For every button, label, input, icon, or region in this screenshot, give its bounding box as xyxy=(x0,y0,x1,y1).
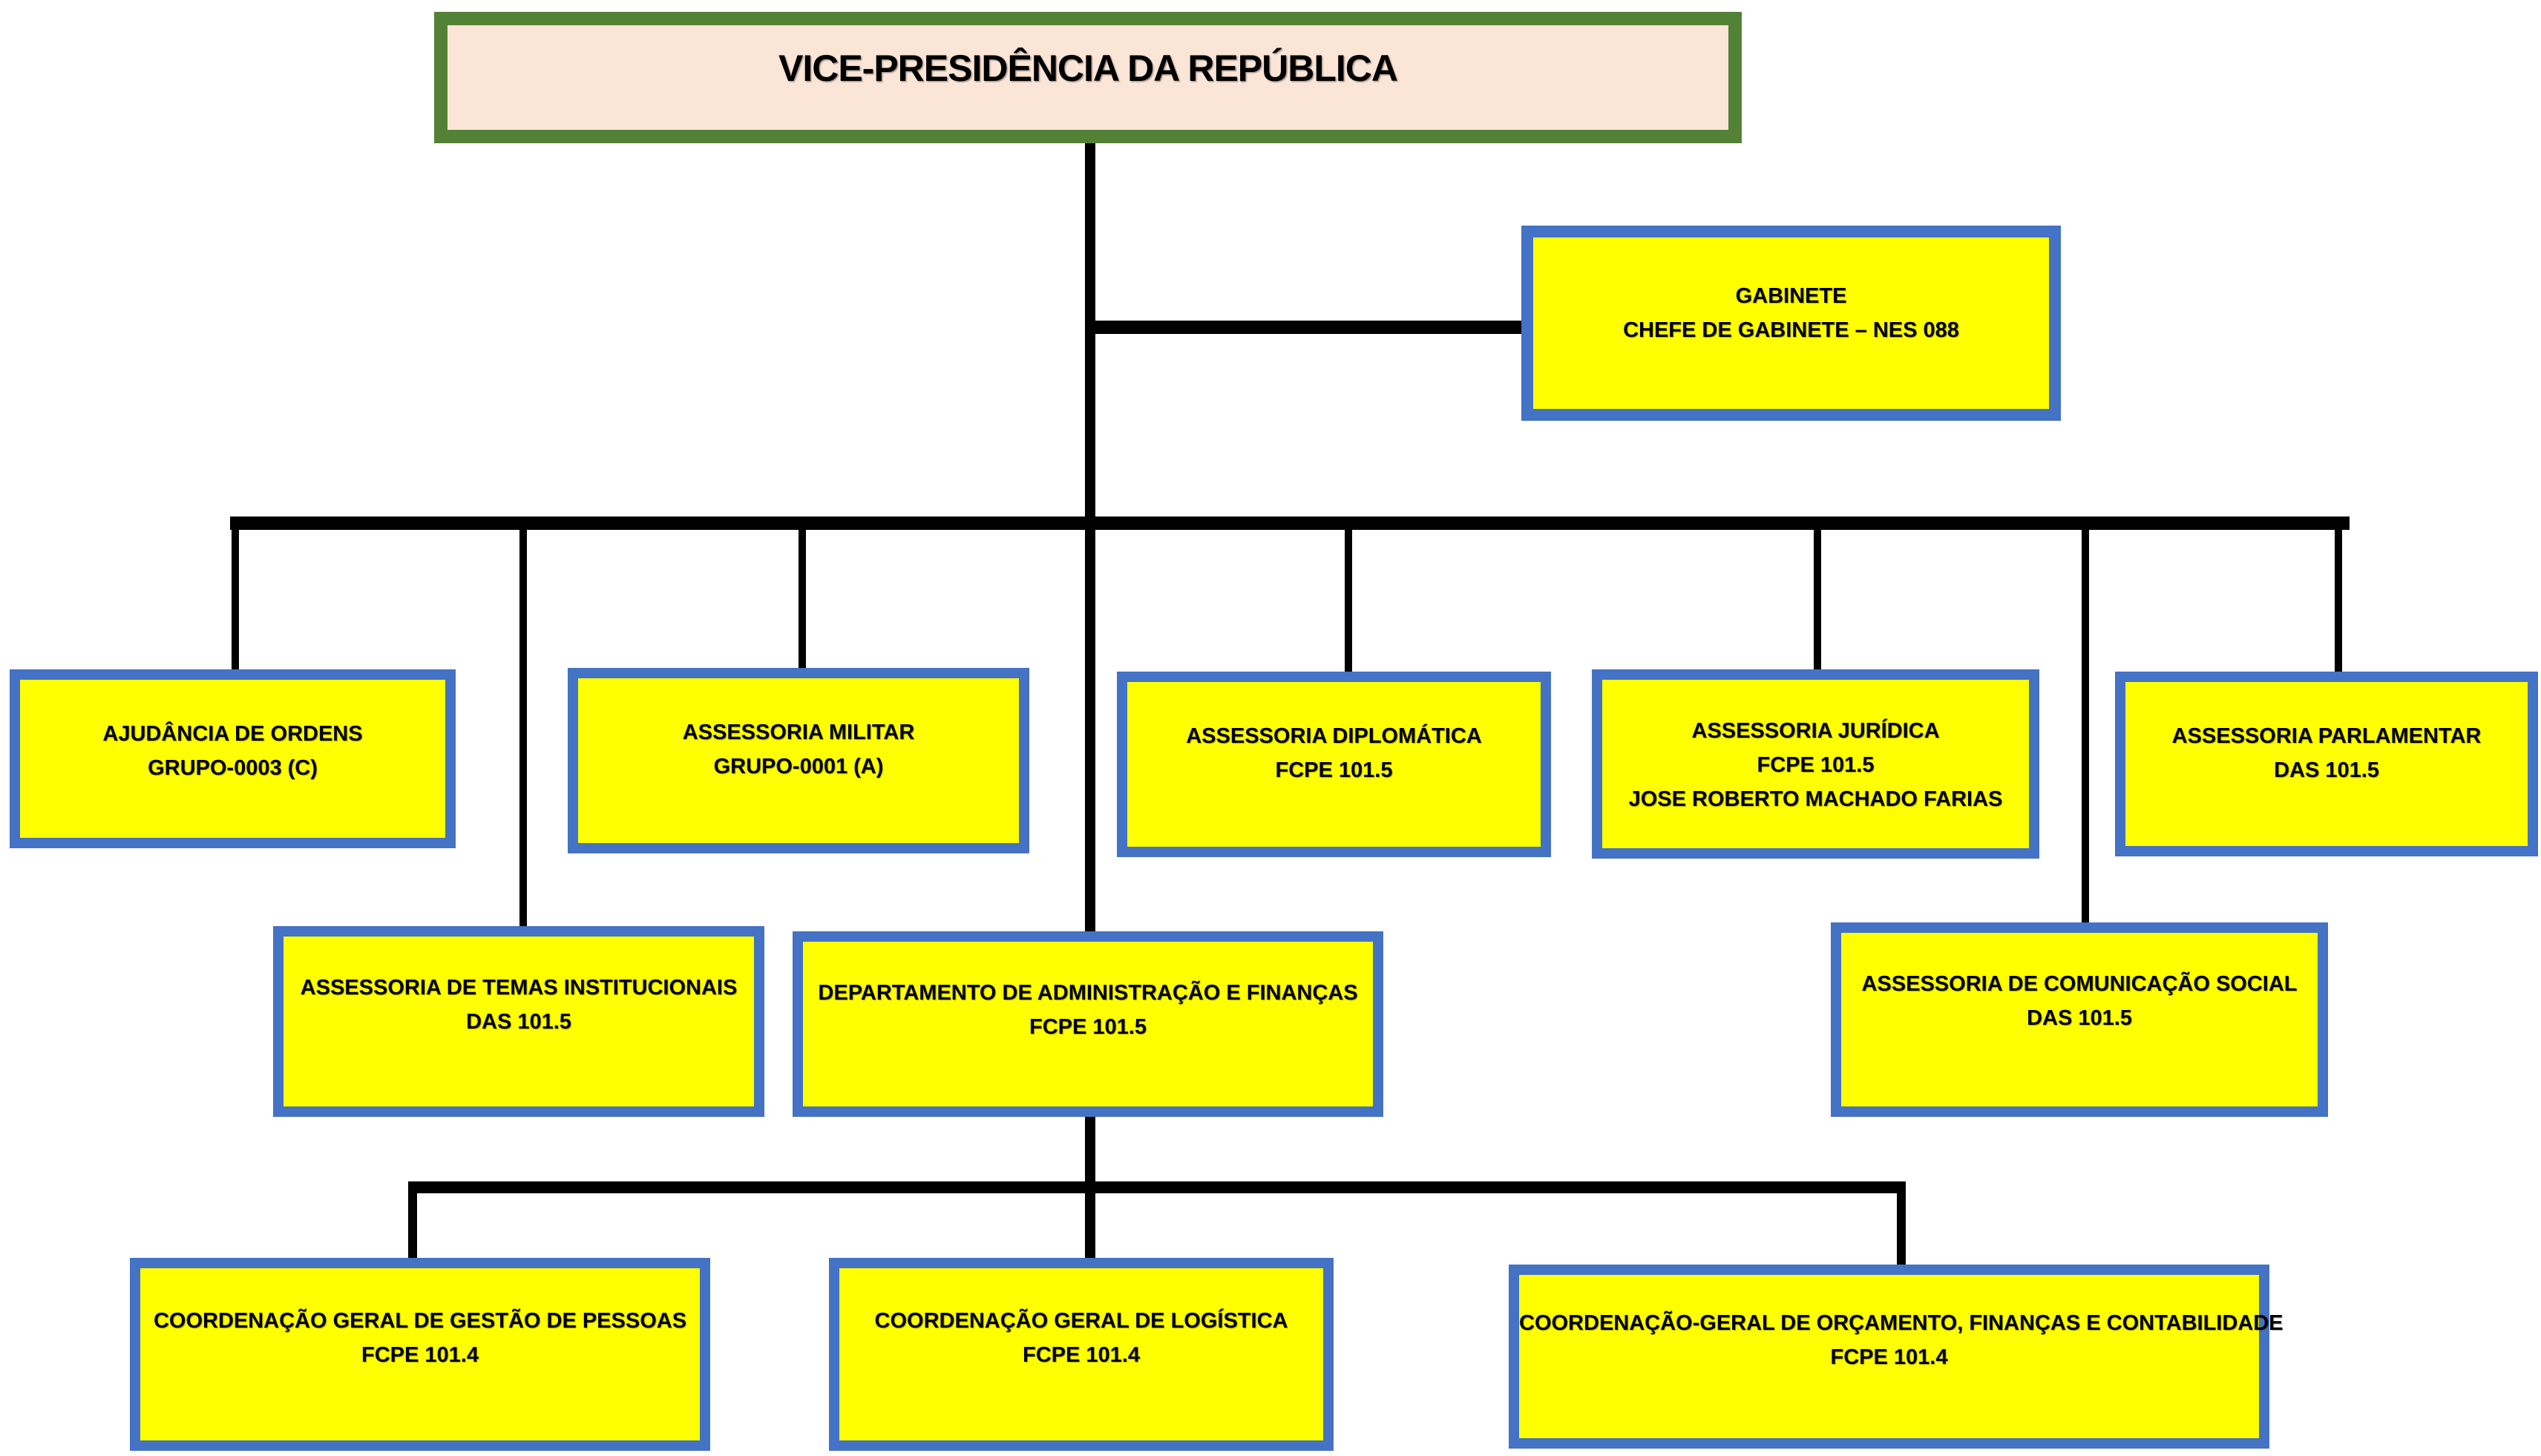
connector-root-vertical xyxy=(1085,143,1095,931)
connector-drop-comunicacao xyxy=(2082,527,2089,922)
node-code: FCPE 101.4 xyxy=(1023,1343,1140,1367)
node-code: CHEFE DE GABINETE – NES 088 xyxy=(1623,318,1959,342)
org-node-departamento-administracao-financas: DEPARTAMENTO DE ADMINISTRAÇÃO E FINANÇAS… xyxy=(793,931,1383,1117)
connector-drop-parlamentar xyxy=(2335,527,2342,672)
connector-drop-militar xyxy=(799,527,806,668)
connector-level2-horizontal-bar xyxy=(408,1181,1906,1193)
node-code: GRUPO-0003 (C) xyxy=(148,756,318,780)
node-title: AJUDÂNCIA DE ORDENS xyxy=(102,722,363,746)
node-code: DAS 101.5 xyxy=(466,1010,571,1034)
node-title: ASSESSORIA DIPLOMÁTICA xyxy=(1186,724,1482,748)
connector-drop-temas xyxy=(519,527,527,926)
node-title: GABINETE xyxy=(1735,284,1847,308)
org-node-assessoria-comunicacao-social: ASSESSORIA DE COMUNICAÇÃO SOCIAL DAS 101… xyxy=(1831,922,2328,1117)
node-code: FCPE 101.4 xyxy=(1830,1345,1948,1369)
node-code: FCPE 101.5 xyxy=(1757,753,1875,777)
org-node-gabinete: GABINETE CHEFE DE GABINETE – NES 088 xyxy=(1521,226,2061,421)
node-title: ASSESSORIA PARLAMENTAR xyxy=(2171,724,2482,748)
node-title: ASSESSORIA DE TEMAS INSTITUCIONAIS xyxy=(300,976,738,1000)
org-node-vice-presidencia: VICE-PRESIDÊNCIA DA REPÚBLICA xyxy=(434,12,1742,143)
node-code: FCPE 101.5 xyxy=(1275,758,1393,782)
node-title: ASSESSORIA DE COMUNICAÇÃO SOCIAL xyxy=(1861,972,2298,996)
node-title: VICE-PRESIDÊNCIA DA REPÚBLICA xyxy=(778,47,1398,89)
connector-drop-orcamento xyxy=(1897,1190,1906,1265)
node-code: DAS 101.5 xyxy=(2027,1006,2132,1030)
node-code: FCPE 101.4 xyxy=(361,1343,479,1367)
connector-gabinete-horizontal xyxy=(1090,321,1521,334)
org-node-assessoria-militar: ASSESSORIA MILITAR GRUPO-0001 (A) xyxy=(568,668,1029,853)
connector-drop-ajudancia xyxy=(232,527,239,669)
connector-drop-juridica xyxy=(1814,527,1821,669)
connector-level1-horizontal-bar xyxy=(230,517,2350,530)
node-title: COORDENAÇÃO GERAL DE LOGÍSTICA xyxy=(874,1309,1288,1333)
org-node-ajudancia-de-ordens: AJUDÂNCIA DE ORDENS GRUPO-0003 (C) xyxy=(10,669,456,848)
node-holder: JOSE ROBERTO MACHADO FARIAS xyxy=(1628,787,2003,811)
org-node-coordenacao-logistica: COORDENAÇÃO GERAL DE LOGÍSTICA FCPE 101.… xyxy=(829,1258,1334,1451)
node-title: ASSESSORIA JURÍDICA xyxy=(1691,719,1940,743)
org-node-assessoria-diplomatica: ASSESSORIA DIPLOMÁTICA FCPE 101.5 xyxy=(1117,672,1551,857)
connector-drop-pessoas xyxy=(408,1190,417,1258)
node-title: DEPARTAMENTO DE ADMINISTRAÇÃO E FINANÇAS xyxy=(818,981,1358,1005)
node-code: DAS 101.5 xyxy=(2274,758,2379,782)
org-node-assessoria-juridica: ASSESSORIA JURÍDICA FCPE 101.5 JOSE ROBE… xyxy=(1592,669,2039,859)
connector-drop-diplomatica xyxy=(1345,527,1352,672)
org-node-coordenacao-orcamento-financas-contabilidade: COORDENAÇÃO-GERAL DE ORÇAMENTO, FINANÇAS… xyxy=(1509,1265,2283,1449)
org-node-coordenacao-gestao-pessoas: COORDENAÇÃO GERAL DE GESTÃO DE PESSOAS F… xyxy=(130,1258,710,1451)
node-title: ASSESSORIA MILITAR xyxy=(682,721,915,744)
node-title: COORDENAÇÃO-GERAL DE ORÇAMENTO, FINANÇAS… xyxy=(1519,1311,2283,1335)
org-node-assessoria-temas-institucionais: ASSESSORIA DE TEMAS INSTITUCIONAIS DAS 1… xyxy=(273,926,764,1117)
node-title: COORDENAÇÃO GERAL DE GESTÃO DE PESSOAS xyxy=(153,1309,687,1333)
node-code: GRUPO-0001 (A) xyxy=(713,755,884,778)
org-node-assessoria-parlamentar: ASSESSORIA PARLAMENTAR DAS 101.5 xyxy=(2115,672,2538,856)
node-code: FCPE 101.5 xyxy=(1029,1015,1147,1039)
